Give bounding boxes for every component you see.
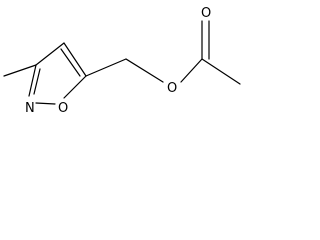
bond-ch2-o (125, 58, 164, 83)
bond-o-c5 (63, 75, 87, 99)
bond-c4-c5-double (60, 48, 81, 77)
atom-label-ring-o: O (58, 101, 68, 116)
atom-label-carbonyl-o: O (201, 6, 211, 21)
structure-canvas: N O O O (0, 0, 248, 124)
bond-c3-c4 (35, 42, 65, 66)
bond-c3-n (28, 64, 37, 97)
molecule-structure: N O O O (3, 6, 241, 116)
bond-c3-n-double (33, 68, 41, 95)
atom-label-ester-o: O (167, 81, 177, 96)
bond-c4-c5 (63, 42, 87, 77)
bond-carbonyl-methyl (201, 58, 241, 85)
bond-o-carbonyl-c (180, 58, 203, 83)
bond-c5-ch2 (85, 58, 127, 77)
bond-methyl-c3 (3, 64, 37, 77)
bond-n-o (35, 102, 56, 105)
atom-label-ring-n: N (25, 101, 35, 116)
